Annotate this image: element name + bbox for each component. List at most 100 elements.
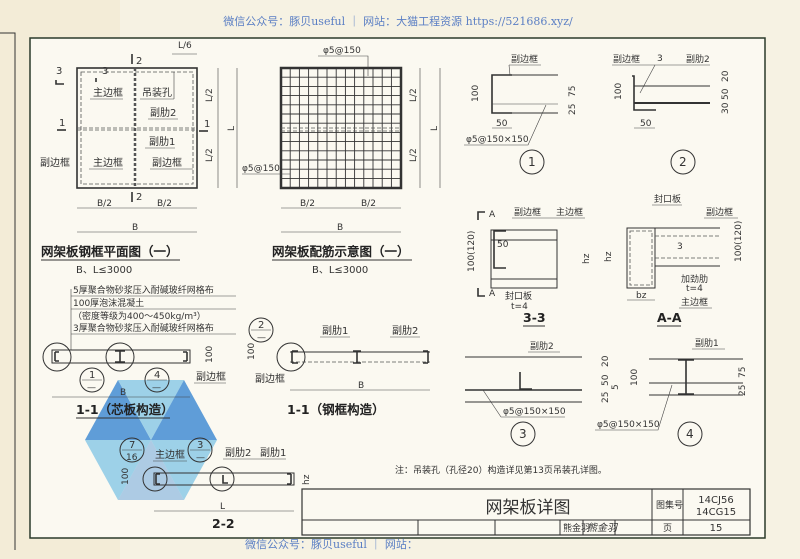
dim-100-120: 100(120) xyxy=(467,231,477,272)
weld-symbol: 3 xyxy=(677,242,683,252)
label-main-frame: 主边框 xyxy=(155,448,185,461)
dim-l6: L/6 xyxy=(178,41,192,51)
label-rib-2: 副肋2 xyxy=(686,54,710,65)
dim-b2-left: B/2 xyxy=(97,199,112,209)
dim-25: 25 xyxy=(738,385,748,396)
callout-3-sheet: — xyxy=(196,453,205,463)
callout-2: 2 xyxy=(258,320,264,331)
plan-reinforcement: φ5@150 φ5@150 B/2 B/2 B L/2 L/2 L 网架板配筋示… xyxy=(242,46,441,276)
dim-25: 25 xyxy=(568,104,578,115)
label-seal-plate: 封口板 xyxy=(505,290,532,302)
label-sub-frame-left: 副边框 xyxy=(40,156,70,169)
label-hoist-hole: 吊装孔 xyxy=(142,86,172,99)
label-rib-2: 副肋2 xyxy=(225,446,251,459)
dim-25: 25 xyxy=(601,392,611,403)
label-rib-1: 副肋1 xyxy=(322,324,348,337)
dim-b2-left: B/2 xyxy=(300,199,315,209)
section-mark-a-bottom: A xyxy=(489,289,496,299)
dim-50: 50 xyxy=(497,240,509,250)
callout-1-sheet: — xyxy=(87,383,96,393)
section-3-3: A A 副边框 主边框 50 100(120) hz 封口板 t=4 3-3 xyxy=(467,206,592,327)
dim-l: L xyxy=(430,126,440,131)
section-mark-2-bottom: 2 xyxy=(136,192,142,203)
label-rib-2: 副肋2 xyxy=(150,106,176,119)
dim-20: 20 xyxy=(601,355,611,367)
label-rebar-left: φ5@150 xyxy=(242,164,280,174)
dim-50: 50 xyxy=(601,374,611,386)
dim-100: 100 xyxy=(205,346,215,363)
detail-2: 副边框 3 副肋2 100 20 50 30 50 2 xyxy=(612,53,731,175)
atlas-label: 图集号 xyxy=(656,499,683,511)
layer-4: 3厚聚合物砂浆压入耐碱玻纤网格布 xyxy=(73,322,214,334)
section-mark-a-top: A xyxy=(489,210,496,220)
detail-number: 4 xyxy=(686,427,694,441)
section-1-1-core: 5厚聚合物砂浆压入耐碱玻纤网格布 100厚泡沫混凝土 （密度等级为400～450… xyxy=(42,284,236,419)
watermark-bottom: 微信公众号：豚贝useful ｜ 网站： xyxy=(245,537,418,551)
dim-30: 30 xyxy=(721,102,731,114)
section-1-1-frame: 2 — 副肋1 副肋2 100 副边框 B 1-1（钢框构造） xyxy=(247,317,430,417)
dim-100: 100 xyxy=(630,369,640,386)
detail-4: 副肋1 100 75 25 φ5@150×150 4 xyxy=(595,338,748,447)
dim-hz: hz xyxy=(604,251,614,262)
plan2-subtitle: B、L≤3000 xyxy=(312,265,368,276)
label-rib-2: 副肋2 xyxy=(392,324,418,337)
page-label: 页 xyxy=(663,523,672,534)
dim-75: 75 xyxy=(738,367,748,378)
label-main-frame: 主边框 xyxy=(556,206,583,218)
dim-l: L xyxy=(227,126,237,131)
watermark-top: 微信公众号：豚贝useful ｜ 网站：大猫工程资源 https://52168… xyxy=(223,14,573,28)
designer-signature: 熊金羽 xyxy=(587,522,619,534)
binding-margin-mark xyxy=(0,32,16,550)
label-sub-frame: 副边框 xyxy=(255,372,285,385)
plan2-title: 网架板配筋示意图（一） xyxy=(272,244,410,259)
detail-number: 1 xyxy=(528,155,536,169)
callout-16: 16 xyxy=(126,453,138,463)
plan-steel-frame: 2 2 3 3 1 1 主边框 吊装孔 副肋2 副肋1 副边框 主边框 副边框 … xyxy=(40,41,238,276)
section-mark-1-right: 1 xyxy=(204,119,210,130)
atlas-number-1: 14CJ56 xyxy=(698,495,733,506)
dim-b: B xyxy=(120,388,126,398)
atlas-number-2: 14CG15 xyxy=(696,507,736,518)
section-a-a: 封口板 副边框 3 hz 100(120) 加劲肋 t=4 主边框 bz A-A xyxy=(604,193,744,327)
dim-75: 75 xyxy=(568,86,578,97)
label-rib-1: 副肋1 xyxy=(149,135,175,148)
dim-w50: 50 xyxy=(640,119,652,129)
dim-l2-bottom: L/2 xyxy=(409,148,419,162)
layer-3: （密度等级为400～450kg/m³） xyxy=(73,310,206,322)
dim-b2-right: B/2 xyxy=(157,199,172,209)
label-rib-1: 副肋1 xyxy=(260,446,286,459)
label-sub-frame: 副边框 xyxy=(706,206,733,218)
detail-1: 副边框 100 75 25 50 φ5@150×150 1 xyxy=(464,53,578,175)
detail-number: 2 xyxy=(679,155,687,169)
label-stiffener: 加劲肋 xyxy=(681,273,708,285)
layer-1: 5厚聚合物砂浆压入耐碱玻纤网格布 xyxy=(73,284,214,296)
label-rib-1: 副肋1 xyxy=(695,338,719,349)
dim-100: 100 xyxy=(471,85,481,102)
dim-hz: hz xyxy=(302,474,312,485)
dim-l2-bottom: L/2 xyxy=(205,148,215,162)
dim-100: 100 xyxy=(247,343,257,360)
dim-b: B xyxy=(358,381,364,391)
label-rebar: φ5@150×150 xyxy=(466,135,529,145)
title-block: 网架板详图 图集号 14CJ56 14CG15 熊金羽 熊金羽 页 15 xyxy=(301,488,751,536)
dim-50: 50 xyxy=(721,88,731,100)
label-sub-frame: 副边框 xyxy=(511,53,538,65)
dim-100-120: 100(120) xyxy=(734,221,744,262)
label-sub-frame: 副边框 xyxy=(196,370,226,383)
section-mark-3-inner: 3 xyxy=(102,66,108,77)
dim-5: 5 xyxy=(611,384,621,390)
page-number: 15 xyxy=(710,523,723,534)
section-mark-2: 2 xyxy=(136,56,142,67)
callout-7: 7 xyxy=(129,440,135,451)
section-22-title: 2-2 xyxy=(212,516,235,531)
label-sub-frame-right: 副边框 xyxy=(152,156,182,169)
label-rebar: φ5@150×150 xyxy=(503,407,566,417)
section-mark-1: 1 xyxy=(59,118,65,129)
callout-4-sheet: — xyxy=(152,383,161,393)
dim-b2-right: B/2 xyxy=(361,199,376,209)
label-sub-frame: 副边框 xyxy=(613,53,640,65)
section-33-title: 3-3 xyxy=(523,310,546,325)
dim-100: 100 xyxy=(121,468,131,485)
plan1-title: 网架板钢框平面图（一） xyxy=(41,244,179,259)
